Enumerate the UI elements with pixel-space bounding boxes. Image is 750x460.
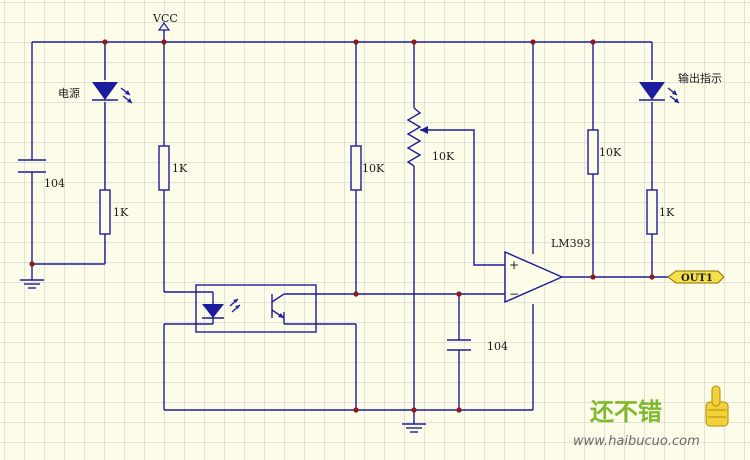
led-power-icon (92, 82, 133, 104)
junction-dot (353, 291, 359, 297)
junction-dot (590, 39, 596, 45)
wires (31, 30, 668, 424)
comparator-plus-label: + (509, 258, 519, 272)
ground-icon (402, 423, 426, 433)
output-port-tag (667, 270, 725, 284)
junction-dot (411, 407, 417, 413)
capacitor-mid (447, 339, 471, 351)
comparator-lm393 (504, 250, 564, 304)
resistor-pullup (587, 129, 599, 175)
wire (420, 129, 505, 266)
junction-dot (29, 261, 35, 267)
optocoupler (195, 284, 317, 333)
potentiometer (406, 107, 428, 167)
led-output-label: 输出指示 (678, 71, 722, 85)
pot-label: 10K (432, 150, 455, 163)
capacitor-left (18, 159, 46, 173)
vcc-arrow-icon (157, 21, 171, 31)
led-power-label: 电源 (58, 86, 80, 100)
watermark: 还不错 www.haibucuo.com (573, 385, 729, 449)
vcc-label: VCC (152, 12, 178, 25)
cap-left-label: 104 (44, 177, 65, 190)
junction-dot (411, 39, 417, 45)
res-mid-label: 10K (362, 162, 385, 175)
junction-dot (353, 39, 359, 45)
junctions (29, 39, 655, 413)
cap-mid-label: 104 (487, 340, 508, 353)
comparator-minus-label: − (509, 287, 519, 301)
output-label: OUT1 (681, 273, 713, 284)
res-led-output-label: 1K (659, 206, 675, 219)
comparator-label: LM393 (551, 237, 591, 250)
resistor-led-output (646, 189, 658, 235)
resistor-led-power (99, 189, 111, 235)
junction-dot (649, 274, 655, 280)
thumbs-up-icon (705, 385, 729, 427)
res-opto-label: 1K (172, 162, 188, 175)
res-led-power-label: 1K (113, 206, 129, 219)
junction-dot (590, 274, 596, 280)
resistor-opto (158, 145, 170, 191)
led-output-icon (639, 82, 680, 104)
ground-icon (20, 279, 44, 289)
junction-dot (456, 407, 462, 413)
junction-dot (102, 39, 108, 45)
watermark-url: www.haibucuo.com (573, 434, 700, 449)
junction-dot (161, 39, 167, 45)
resistor-mid (350, 145, 362, 191)
res-pullup-label: 10K (599, 146, 622, 159)
junction-dot (353, 407, 359, 413)
junction-dot (530, 39, 536, 45)
watermark-text: 还不错 (590, 398, 662, 426)
junction-dot (456, 291, 462, 297)
